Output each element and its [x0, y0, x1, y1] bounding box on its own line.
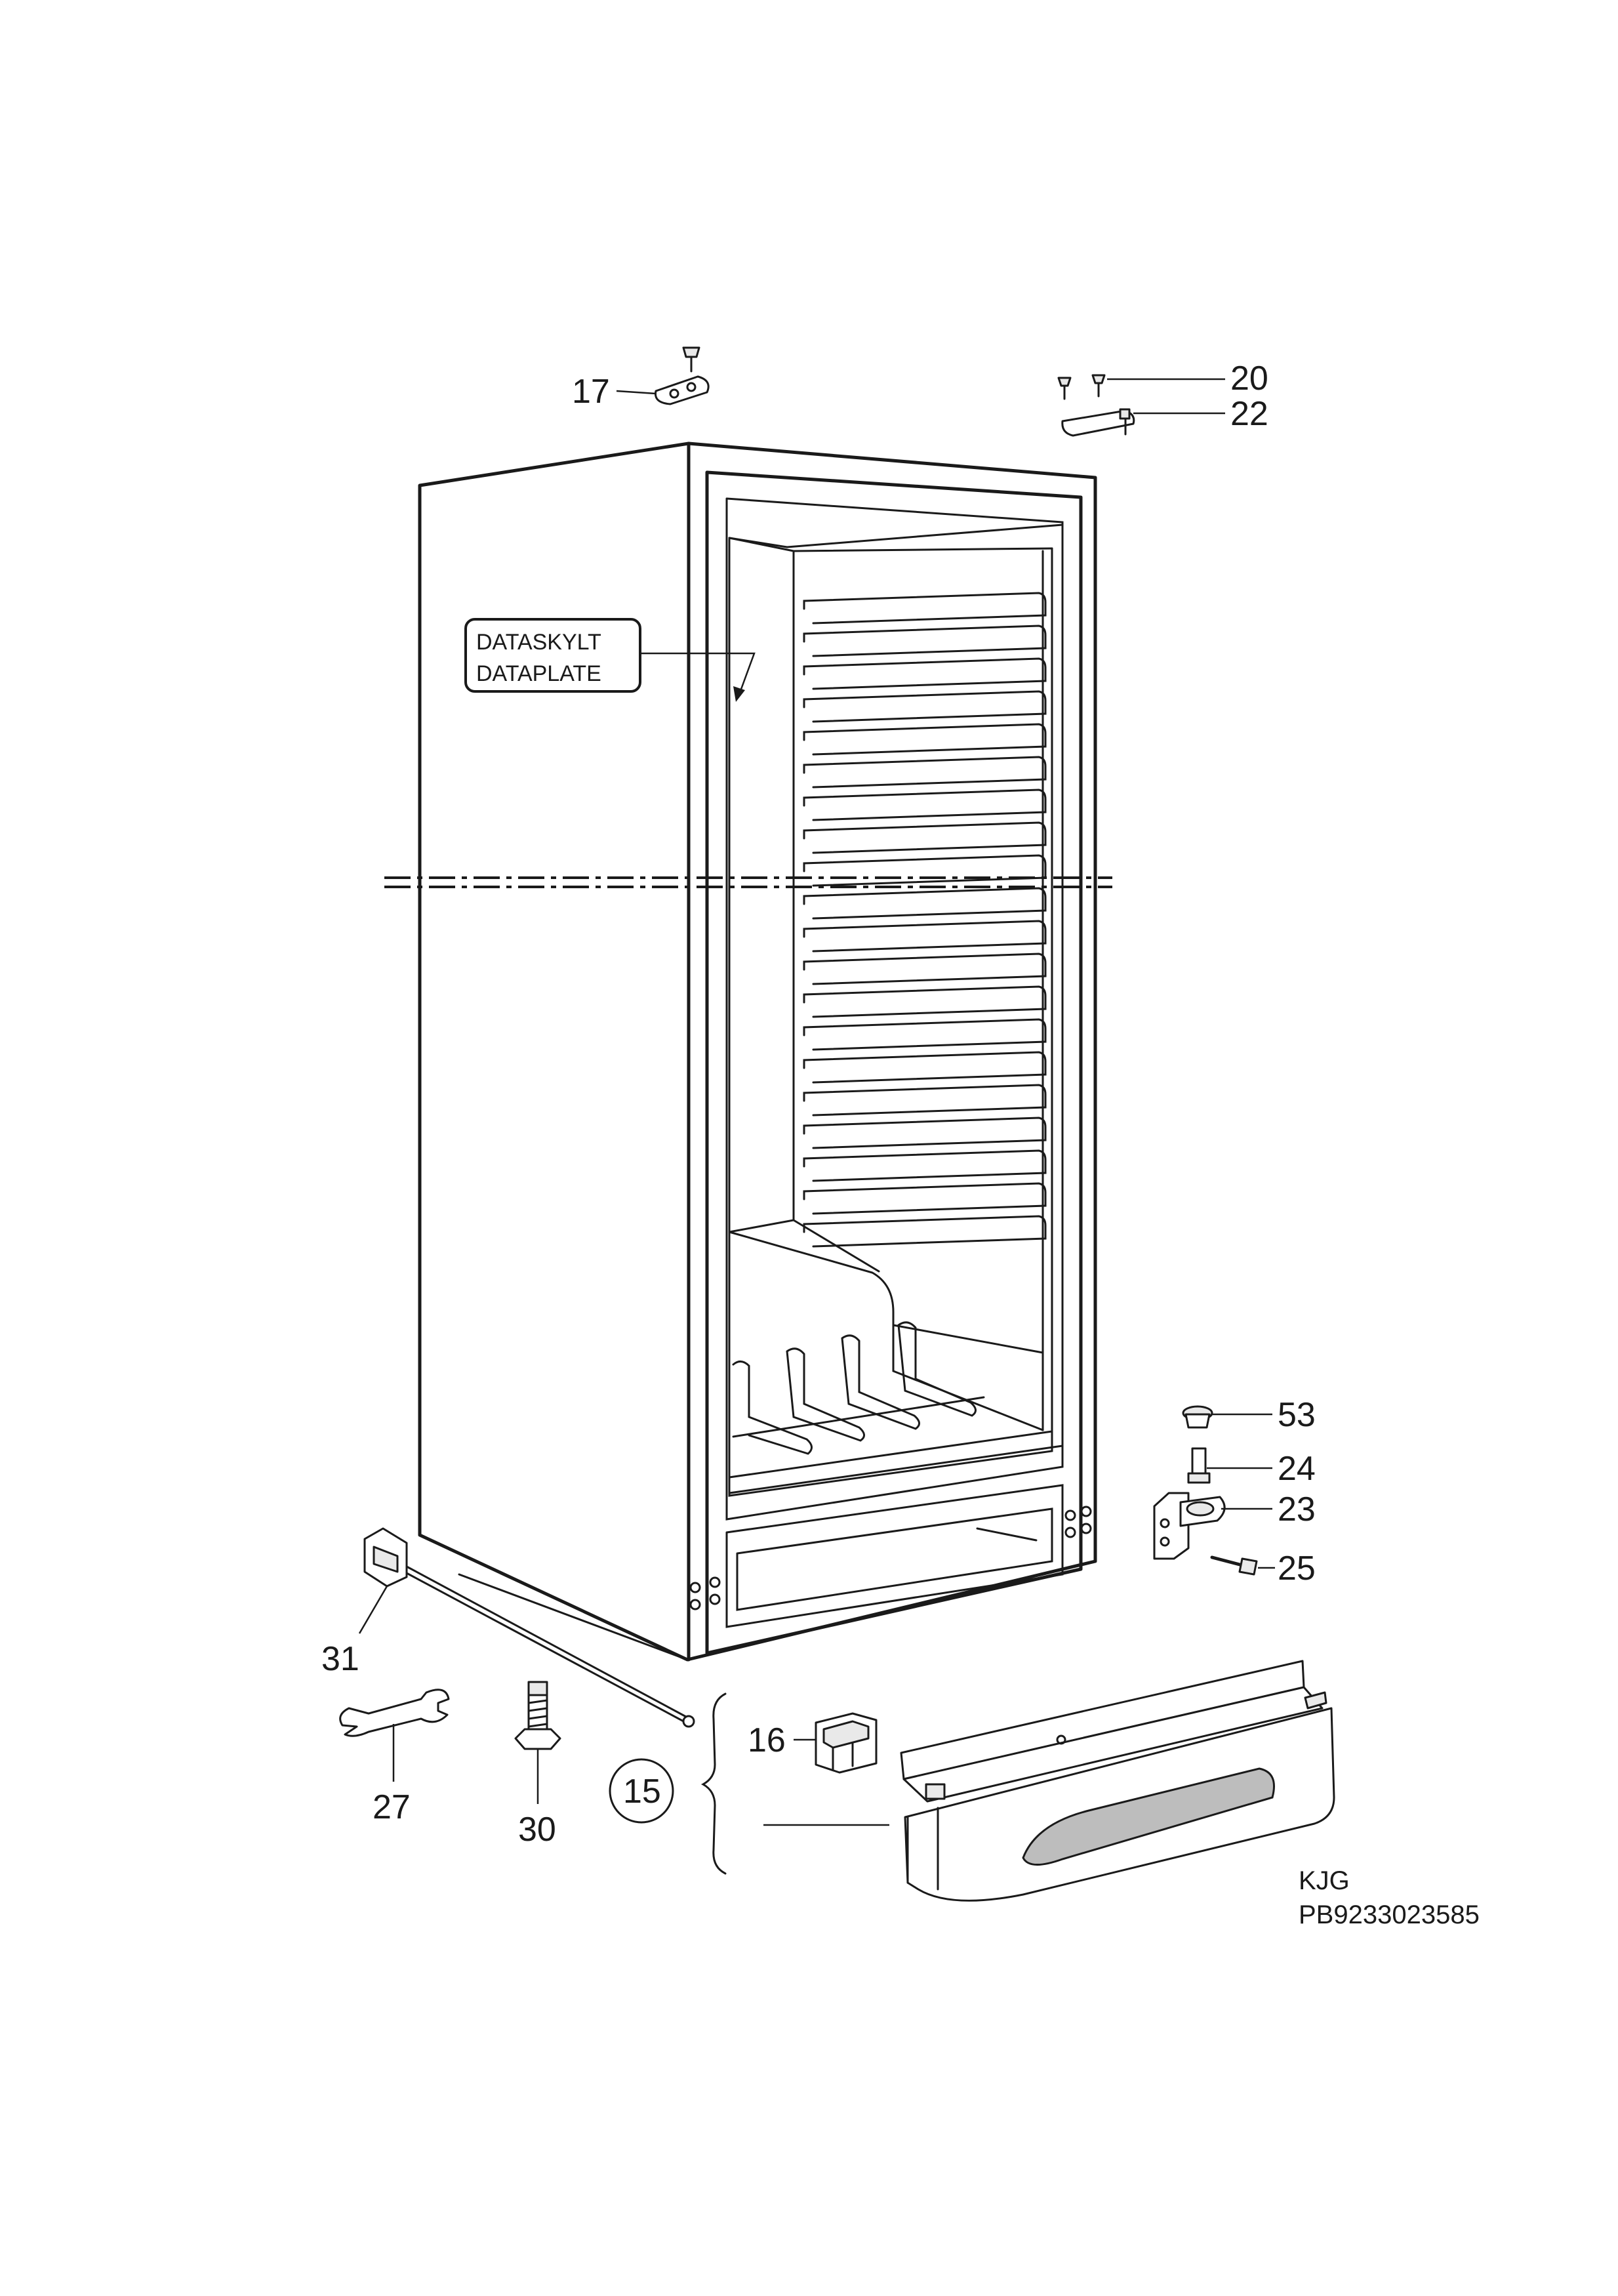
callout-23: 23 — [1278, 1490, 1316, 1528]
shelf-ridge — [803, 821, 1047, 854]
callout-27: 27 — [373, 1788, 411, 1826]
callout-labels: 17 20 22 53 24 23 25 31 27 30 16 15 — [321, 359, 1316, 1849]
part-15-bracket — [609, 1692, 889, 1875]
part-25-screw — [1210, 1555, 1275, 1576]
shelf-ridge — [803, 1215, 1047, 1248]
callout-16: 16 — [748, 1721, 786, 1759]
drawing-code-line1: KJG — [1299, 1866, 1350, 1895]
part-16-clip — [794, 1712, 878, 1774]
callout-24: 24 — [1278, 1450, 1316, 1488]
part-23-bottom-hinge — [1153, 1492, 1272, 1560]
part-27-wrench — [339, 1689, 450, 1782]
part-53-cap — [1182, 1405, 1272, 1429]
shelf-ridge — [803, 1018, 1047, 1051]
shelf-ridge — [803, 887, 1047, 920]
shelf-ridge — [803, 690, 1047, 723]
floor-tubes — [732, 1321, 985, 1455]
callout-15: 15 — [623, 1773, 661, 1811]
shelf-ridge — [803, 789, 1047, 821]
shelf-ridge — [803, 723, 1047, 756]
shelf-ridge — [803, 625, 1047, 657]
shelf-ridge — [803, 592, 1047, 625]
callout-30: 30 — [518, 1811, 556, 1849]
shelf-ridge — [803, 1117, 1047, 1149]
shelf-ridge — [803, 1084, 1047, 1117]
cabinet-body — [418, 441, 1097, 1662]
callout-53: 53 — [1278, 1396, 1316, 1434]
callout-25: 25 — [1278, 1549, 1316, 1588]
shelf-ridge — [803, 1182, 1047, 1215]
dataplate-line2: DATAPLATE — [476, 661, 601, 686]
drawing-code: KJG PB9233023585 — [1299, 1866, 1480, 1929]
part-20-22-top-hinge — [1057, 374, 1225, 437]
shelf-ridge — [803, 657, 1047, 690]
callout-17: 17 — [572, 373, 610, 411]
shelf-ridge — [803, 854, 1047, 887]
callout-31: 31 — [321, 1640, 359, 1678]
callout-20: 20 — [1230, 359, 1268, 398]
dataplate-label: DATASKYLT DATAPLATE — [464, 618, 756, 702]
part-24-pin — [1187, 1447, 1272, 1484]
shelf-ridge — [803, 1051, 1047, 1084]
part-30-adjustable-foot — [514, 1681, 561, 1804]
dataplate-line1: DATASKYLT — [476, 630, 601, 655]
part-31-bracket-rod — [358, 1527, 695, 1728]
drawing-code-line2: PB9233023585 — [1299, 1900, 1480, 1929]
shelf-ridge — [803, 1149, 1047, 1182]
interior-shelf-ridges — [803, 592, 1047, 1248]
shelf-ridge — [803, 985, 1047, 1018]
part-15-kickplate — [900, 1660, 1335, 1902]
part-17-hinge-cover — [616, 346, 710, 405]
shelf-ridge — [803, 920, 1047, 953]
shelf-ridge — [803, 756, 1047, 789]
callout-22: 22 — [1230, 395, 1268, 433]
shelf-ridge — [803, 953, 1047, 985]
